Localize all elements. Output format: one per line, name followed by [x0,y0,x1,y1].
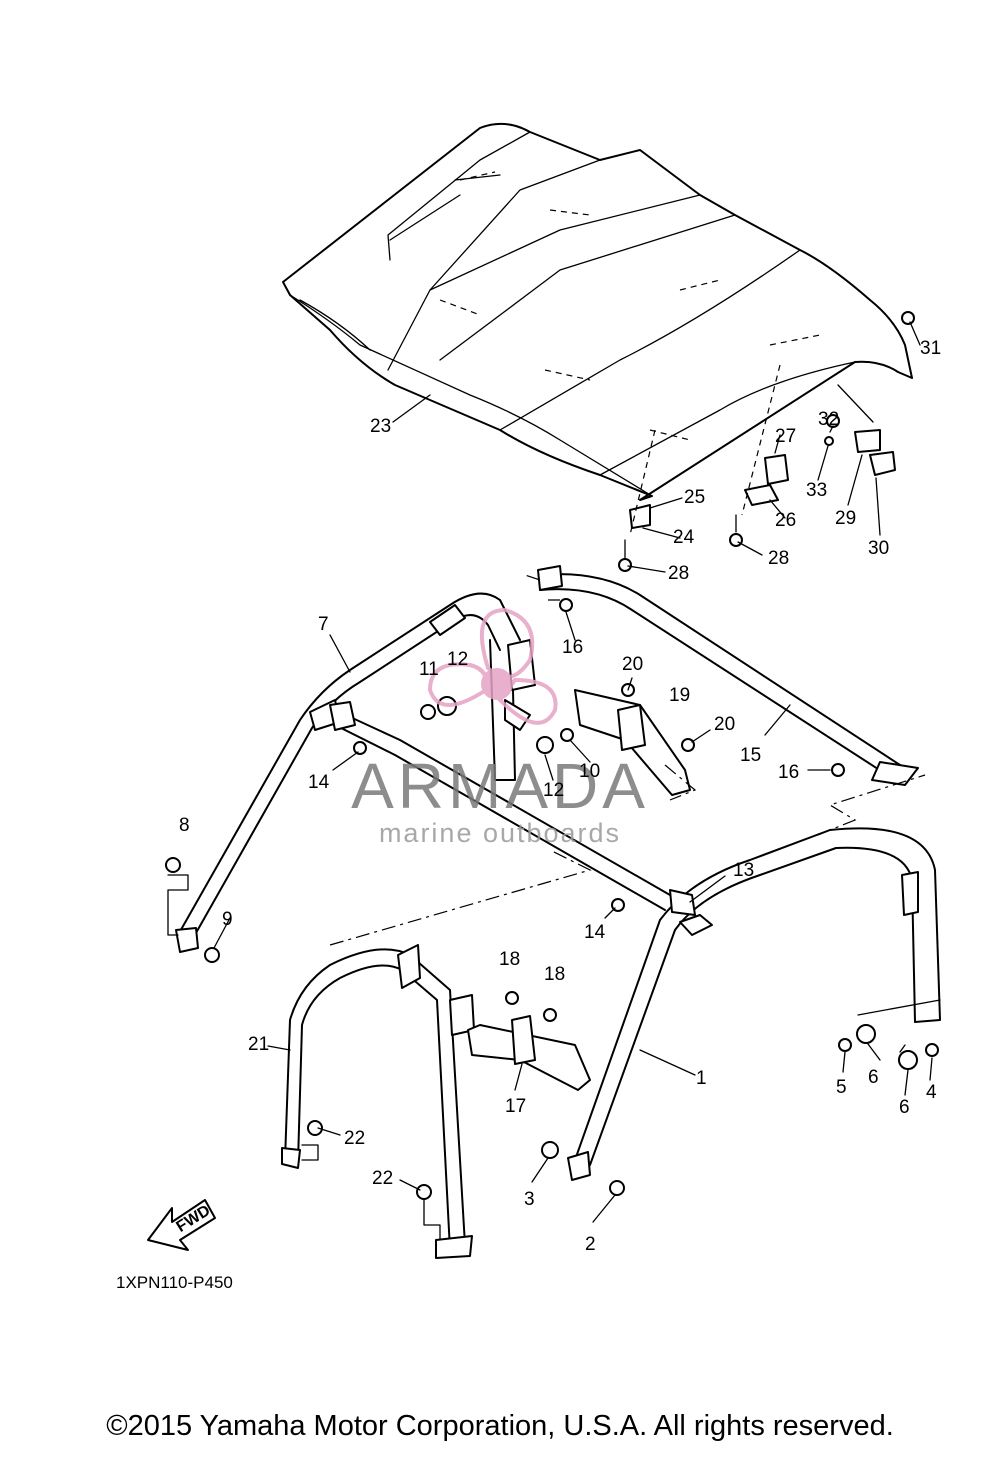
callout-26: 26 [775,510,796,531]
callout-4: 4 [926,1082,937,1103]
center-cross-bar [329,701,696,916]
callout-19: 19 [669,685,690,706]
callout-1: 1 [696,1068,707,1089]
callout-16a: 16 [562,637,583,658]
callout-33: 33 [806,480,827,501]
callout-12b: 12 [543,780,564,801]
callout-28b: 28 [768,548,789,569]
assembly-guides [167,364,941,1241]
roof-panel [282,122,913,501]
callouts: 1 2 3 4 5 6 6 7 8 9 10 11 12 12 13 14 14… [179,338,941,1255]
callout-25: 25 [684,487,705,508]
right-side-bar [537,565,919,786]
callout-22a: 22 [344,1128,365,1149]
watermark-tagline: marine outboards [379,818,621,848]
callout-18a: 18 [499,949,520,970]
diagram-code: 1XPN110-P450 [116,1273,233,1292]
callout-31: 31 [920,338,941,359]
callout-24: 24 [673,527,695,548]
callout-7: 7 [318,614,329,635]
watermark-brand: ARMADA [351,750,649,822]
callout-14b: 14 [584,922,606,943]
callout-28a: 28 [668,563,689,584]
copyright-notice: ©2015 Yamaha Motor Corporation, U.S.A. A… [106,1410,894,1442]
front-roll-bar [281,944,475,1259]
bracket-19 [574,689,691,796]
callout-11: 11 [419,659,439,680]
callout-6a: 6 [868,1067,879,1088]
callout-5: 5 [836,1077,847,1098]
rear-roll-bar [567,827,941,1181]
callout-23: 23 [370,416,391,437]
callout-15: 15 [740,745,761,766]
fwd-arrow-icon: FWD [147,1199,216,1251]
callout-20b: 20 [714,714,735,735]
bracket-17 [467,1015,591,1091]
callout-8: 8 [179,815,190,836]
callout-2: 2 [585,1234,596,1255]
callout-13: 13 [733,860,754,881]
propeller-logo-icon [427,607,558,725]
callout-27: 27 [775,426,796,447]
callout-3: 3 [524,1189,535,1210]
leader-lines [213,321,933,1223]
callout-32: 32 [818,409,839,430]
callout-12a: 12 [447,649,468,670]
callout-21: 21 [248,1034,269,1055]
callout-17: 17 [505,1096,526,1117]
callout-22b: 22 [372,1168,393,1189]
callout-29: 29 [835,508,856,529]
callout-9: 9 [222,909,233,930]
callout-18b: 18 [544,964,565,985]
callout-30: 30 [868,538,889,559]
callout-20a: 20 [622,654,643,675]
callout-6b: 6 [899,1097,910,1118]
watermark: ARMADA marine outboards [351,607,649,848]
callout-10: 10 [579,761,600,782]
callout-14a: 14 [308,772,330,793]
callout-16b: 16 [778,762,799,783]
